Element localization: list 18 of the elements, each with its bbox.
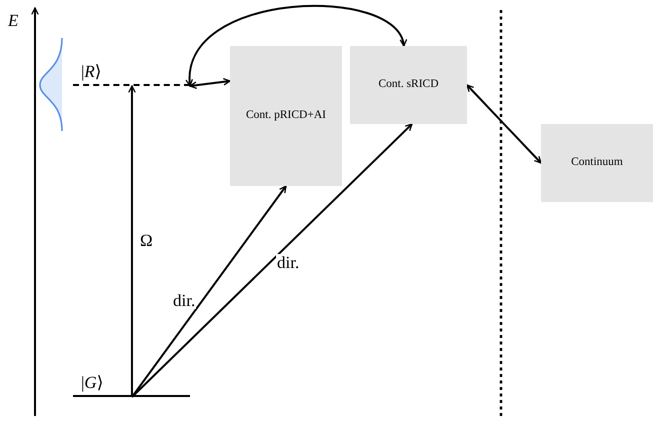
continuum-box: [350, 46, 467, 124]
arrow: [131, 123, 413, 398]
arrow: [466, 84, 542, 164]
arrow: [131, 185, 287, 398]
edge-label: dir.: [276, 254, 300, 271]
continuum-box: [230, 46, 342, 186]
edge-label: dir.: [172, 292, 196, 309]
axis-label: E: [8, 12, 18, 29]
box-label: Cont. sRICD: [377, 78, 440, 92]
state-label: |R⟩: [81, 63, 102, 80]
box-label: Cont. pRICD+AI: [245, 109, 327, 123]
continuum-box: [541, 124, 653, 202]
arrow: [128, 85, 136, 397]
box-label: Continuum: [570, 156, 624, 170]
state-label: |G⟩: [81, 374, 104, 391]
edge-label: Ω: [139, 232, 154, 249]
arrow: [186, 4, 406, 87]
arrow: [189, 78, 231, 90]
